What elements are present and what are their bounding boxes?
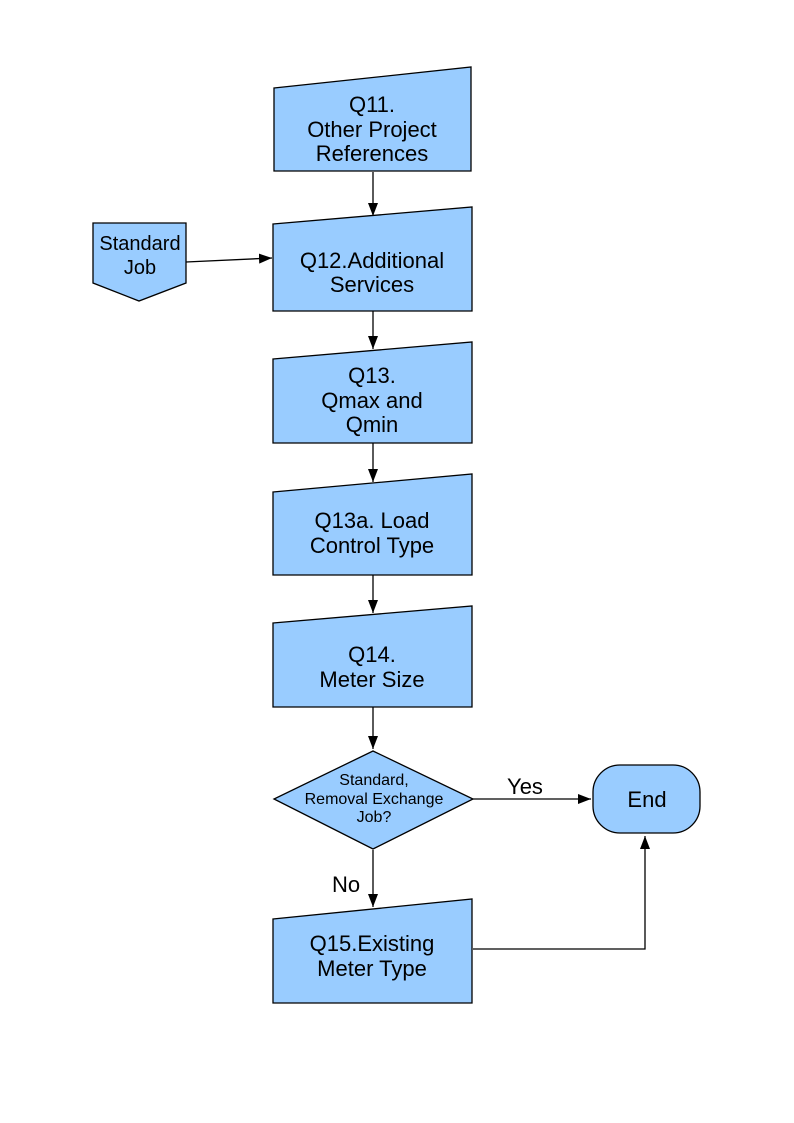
node-end-shape (592, 764, 701, 834)
connectors (185, 172, 650, 950)
node-q11-shape (273, 66, 472, 172)
node-decision-line3: Job? (357, 809, 392, 826)
node-q15-line1: Q15.Existing (310, 931, 435, 956)
node-q13-shape (272, 341, 473, 444)
node-q14: Q14. Meter Size (272, 605, 473, 708)
node-q13-line2: Qmax and (321, 388, 423, 413)
node-end-line1: End (627, 787, 666, 812)
node-decision: Standard, Removal Exchange Job? (272, 750, 475, 850)
node-q11-line3: References (316, 141, 429, 166)
node-decision-line1: Standard, (339, 772, 408, 789)
edge-label-no: No (332, 872, 360, 897)
node-standard-job-shape (92, 222, 187, 302)
node-q13a-line1: Q13a. Load (315, 508, 430, 533)
node-q12-line2: Services (330, 272, 414, 297)
node-q15: Q15.Existing Meter Type (272, 898, 473, 1004)
node-q13-line1: Q13. (348, 363, 396, 388)
node-q13-line3: Qmin (346, 412, 399, 437)
node-standard-job-line1: Standard (99, 233, 180, 255)
node-q12-line1: Q12.Additional (300, 248, 444, 273)
node-q15-shape (272, 898, 473, 1004)
node-q15-line2: Meter Type (317, 956, 427, 981)
node-q14-line2: Meter Size (319, 667, 424, 692)
node-end: End (592, 764, 701, 834)
node-q14-line1: Q14. (348, 642, 396, 667)
edge-label-yes: Yes (507, 774, 543, 799)
node-decision-line2: Removal Exchange (305, 791, 444, 808)
node-q12-shape (272, 206, 473, 312)
node-standard-job: Standard Job (92, 222, 187, 302)
connector-standard-job-q12 (185, 253, 273, 264)
node-q13a-line2: Control Type (310, 533, 434, 558)
node-q11-line2: Other Project (307, 117, 437, 142)
node-q13a-shape (272, 473, 473, 576)
node-standard-job-line2: Job (124, 257, 156, 279)
node-q11-line1: Q11. (349, 92, 395, 117)
node-q11: Q11. Other Project References (273, 66, 472, 172)
node-decision-shape (272, 750, 475, 850)
connector-q15-end (473, 836, 650, 950)
edge-labels: Yes No (332, 774, 543, 897)
node-q13: Q13. Qmax and Qmin (272, 341, 473, 444)
node-q13a: Q13a. Load Control Type (272, 473, 473, 576)
node-q12: Q12.Additional Services (272, 206, 473, 312)
node-q14-shape (272, 605, 473, 708)
